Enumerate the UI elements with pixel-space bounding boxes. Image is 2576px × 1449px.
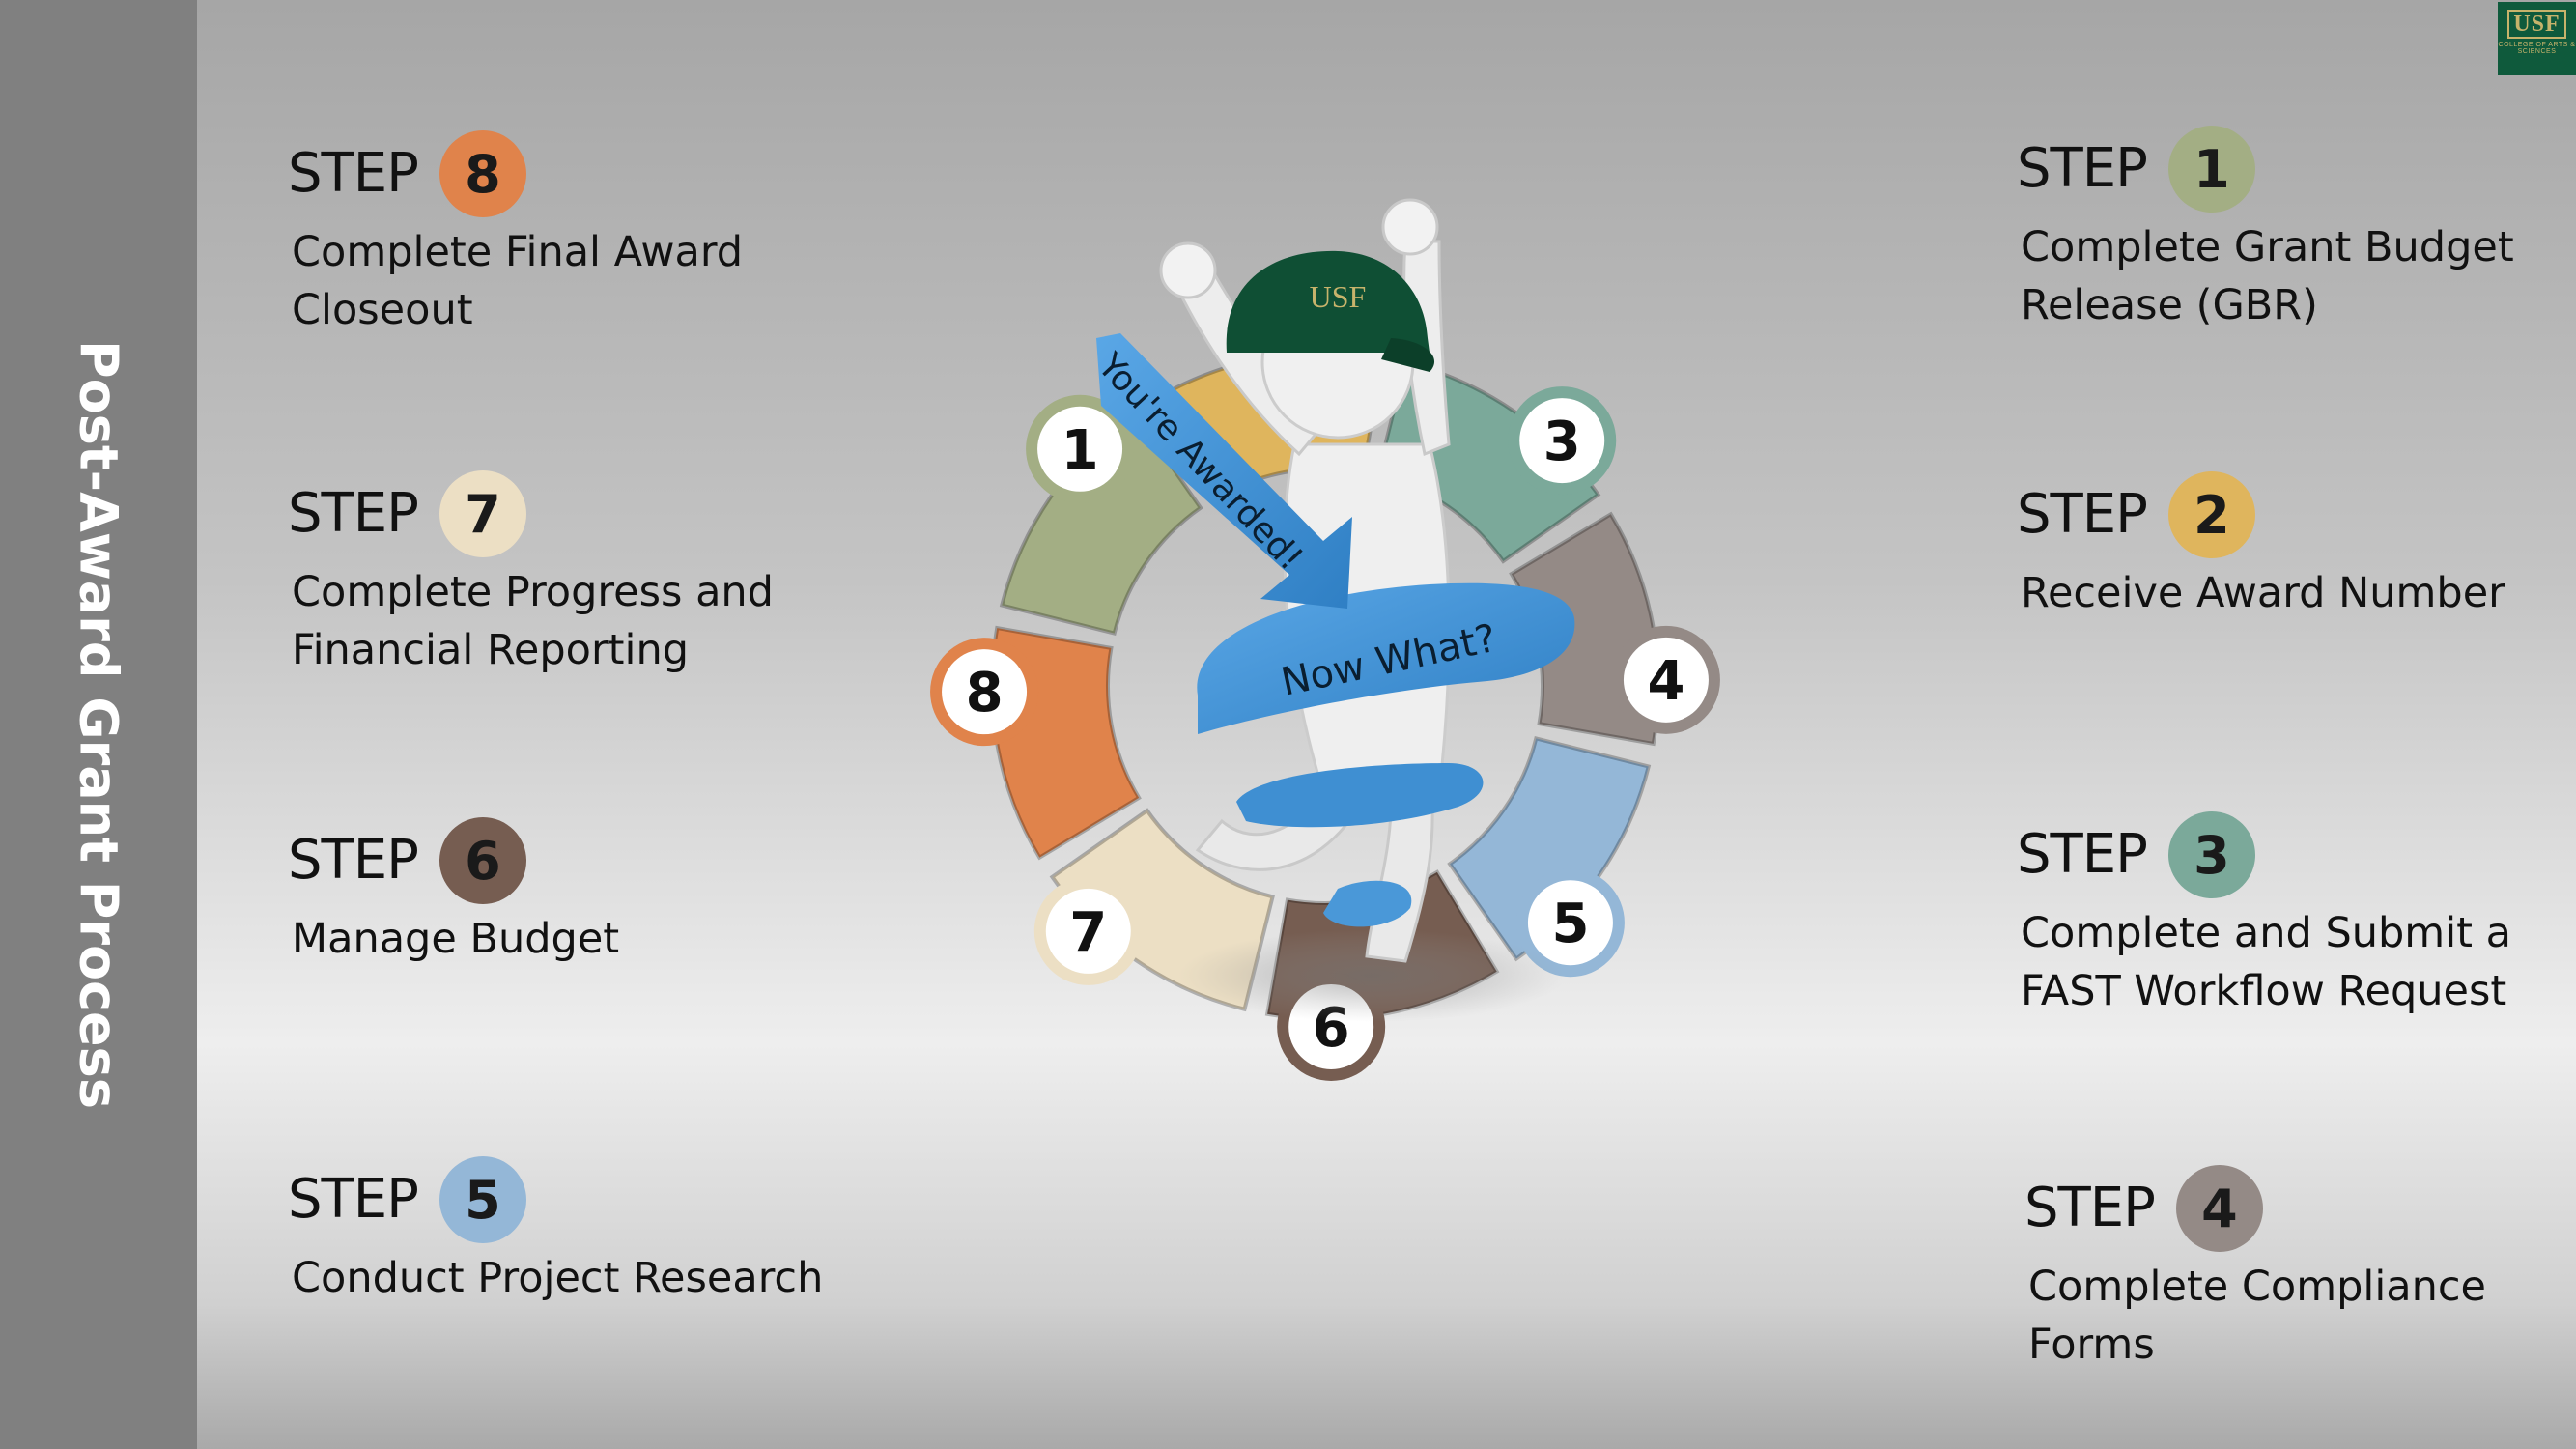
step-number-badge: 1	[2168, 126, 2255, 213]
step-word: STEP	[288, 827, 418, 895]
step-description: Complete Grant Budget Release (GBR)	[2021, 218, 2514, 334]
step-7: STEP 7 Complete Progress and Financial Re…	[288, 470, 774, 679]
step-number-badge: 8	[439, 130, 526, 217]
step-word: STEP	[288, 480, 418, 548]
step-8: STEP 8 Complete Final Award Closeout	[288, 130, 743, 339]
step-4: STEP 4 Complete Compliance Forms	[2024, 1165, 2486, 1374]
step-word: STEP	[2017, 481, 2147, 549]
step-5: STEP 5 Conduct Project Research	[288, 1156, 823, 1307]
step-description: Complete Final Award Closeout	[292, 223, 743, 339]
step-description: Receive Award Number	[2021, 564, 2505, 622]
step-number-badge: 6	[439, 817, 526, 904]
step-word: STEP	[2017, 135, 2147, 203]
step-description: Complete Compliance Forms	[2028, 1258, 2486, 1374]
figure-left-fist	[1161, 243, 1215, 298]
step-description: Conduct Project Research	[292, 1249, 823, 1307]
step-number-badge: 7	[439, 470, 526, 557]
step-word: STEP	[288, 140, 418, 208]
step-number-badge: 5	[439, 1156, 526, 1243]
step-number-badge: 2	[2168, 471, 2255, 558]
badge-number-3: 3	[1543, 411, 1581, 473]
step-word: STEP	[2024, 1175, 2155, 1242]
badge-number-5: 5	[1551, 893, 1589, 955]
step-number-badge: 4	[2176, 1165, 2263, 1252]
ribbon-band-lower	[1236, 763, 1483, 827]
step-3: STEP 3 Complete and Submit a FAST Workflo…	[2017, 811, 2511, 1020]
step-description: Complete Progress and Financial Reportin…	[292, 563, 774, 679]
badge-number-8: 8	[966, 662, 1004, 724]
step-description: Manage Budget	[292, 910, 619, 968]
step-6: STEP 6 Manage Budget	[288, 817, 619, 968]
badge-number-4: 4	[1647, 650, 1684, 713]
step-description: Complete and Submit a FAST Workflow Requ…	[2021, 904, 2511, 1020]
figure-right-fist	[1383, 200, 1437, 254]
step-word: STEP	[288, 1166, 418, 1234]
cap-text: USF	[1310, 279, 1367, 314]
step-number-badge: 3	[2168, 811, 2255, 898]
step-2: STEP 2 Receive Award Number	[2017, 471, 2505, 622]
badge-number-1: 1	[1062, 419, 1099, 482]
badge-number-7: 7	[1069, 901, 1107, 964]
step-1: STEP 1 Complete Grant Budget Release (GBR…	[2017, 126, 2514, 334]
step-word: STEP	[2017, 821, 2147, 889]
